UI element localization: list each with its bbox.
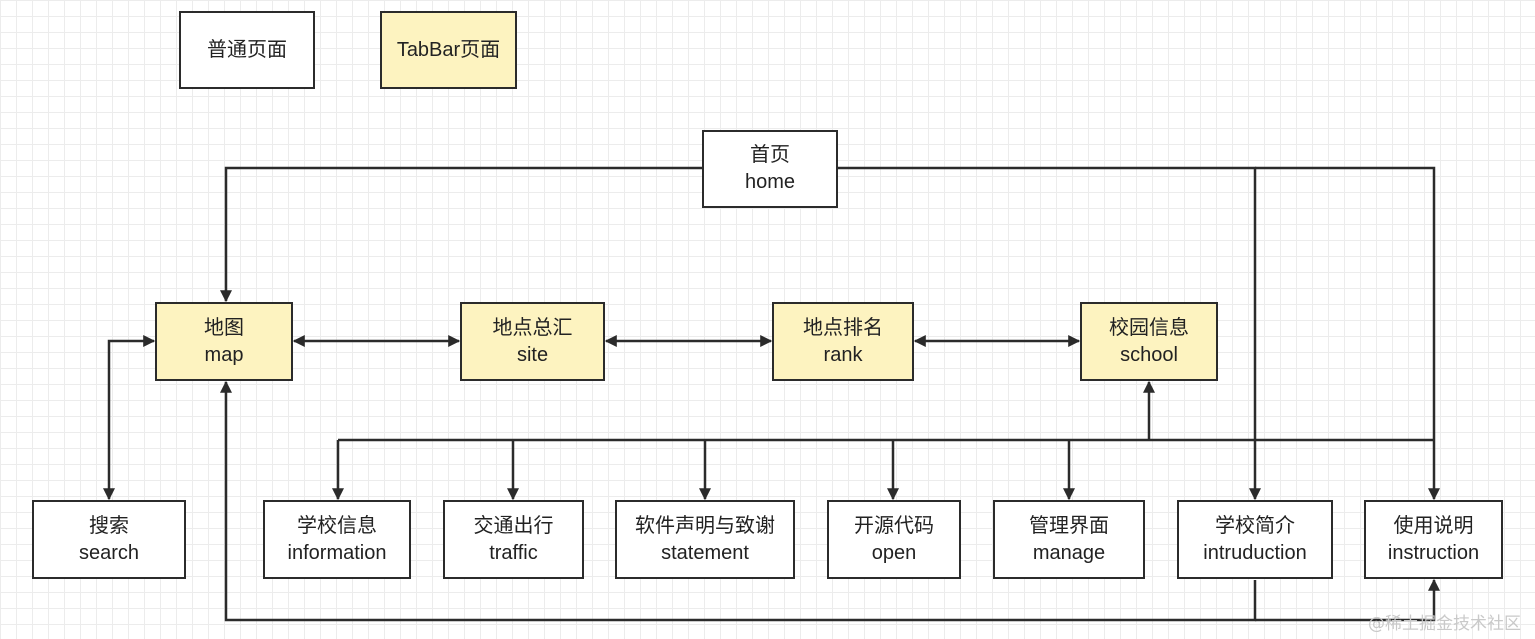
node-statement-zh: 软件声明与致谢 bbox=[635, 514, 775, 537]
node-information-en: information bbox=[287, 541, 387, 564]
node-search-en: search bbox=[78, 541, 140, 564]
node-statement: 软件声明与致谢 statement bbox=[615, 500, 795, 579]
legend-tabbar-label: TabBar页面 bbox=[396, 38, 501, 61]
node-site-en: site bbox=[516, 343, 549, 366]
node-home-zh: 首页 bbox=[750, 144, 790, 166]
node-instruction-en: instruction bbox=[1387, 541, 1480, 564]
legend-normal-label: 普通页面 bbox=[207, 38, 287, 61]
node-open-en: open bbox=[871, 541, 917, 564]
node-rank: 地点排名 rank bbox=[772, 302, 914, 381]
edge-home-map bbox=[220, 166, 703, 303]
node-open: 开源代码 open bbox=[827, 500, 961, 579]
edge-bottom-map bbox=[220, 380, 1257, 622]
node-map: 地图 map bbox=[155, 302, 293, 381]
node-instruction: 使用说明 instruction bbox=[1364, 500, 1503, 579]
node-information-zh: 学校信息 bbox=[297, 514, 377, 537]
legend-tabbar-page: TabBar页面 bbox=[380, 11, 517, 89]
node-instruction-zh: 使用说明 bbox=[1393, 514, 1474, 537]
node-open-zh: 开源代码 bbox=[854, 514, 934, 537]
node-map-en: map bbox=[204, 343, 244, 366]
node-school-zh: 校园信息 bbox=[1109, 316, 1189, 339]
node-search-zh: 搜索 bbox=[89, 514, 129, 537]
node-intruduction-zh: 学校简介 bbox=[1215, 514, 1295, 537]
node-rank-zh: 地点排名 bbox=[803, 316, 883, 339]
edge-bottom-instruction bbox=[1255, 578, 1440, 622]
node-information: 学校信息 information bbox=[263, 500, 411, 579]
node-site: 地点总汇 site bbox=[460, 302, 605, 381]
node-traffic: 交通出行 traffic bbox=[443, 500, 584, 579]
node-intruduction: 学校简介 intruduction bbox=[1177, 500, 1333, 579]
watermark: @稀土掘金技术社区 bbox=[1368, 614, 1521, 634]
node-statement-en: statement bbox=[661, 541, 749, 564]
node-manage: 管理界面 manage bbox=[993, 500, 1145, 579]
node-traffic-zh: 交通出行 bbox=[473, 514, 554, 537]
node-rank-en: rank bbox=[823, 343, 863, 366]
node-site-zh: 地点总汇 bbox=[492, 316, 573, 339]
node-search: 搜索 search bbox=[32, 500, 186, 579]
node-school-en: school bbox=[1120, 343, 1178, 366]
node-manage-zh: 管理界面 bbox=[1029, 514, 1109, 537]
edge-home-instruction bbox=[1255, 166, 1440, 501]
node-map-zh: 地图 bbox=[204, 316, 244, 339]
node-traffic-en: traffic bbox=[489, 541, 538, 564]
legend-normal-page: 普通页面 bbox=[179, 11, 315, 89]
node-school: 校园信息 school bbox=[1080, 302, 1218, 381]
node-home-en: home bbox=[744, 171, 796, 193]
node-home: 首页 home bbox=[702, 130, 838, 208]
edge-map-search bbox=[103, 335, 156, 501]
node-intruduction-en: intruduction bbox=[1203, 541, 1307, 564]
node-manage-en: manage bbox=[1032, 541, 1106, 564]
